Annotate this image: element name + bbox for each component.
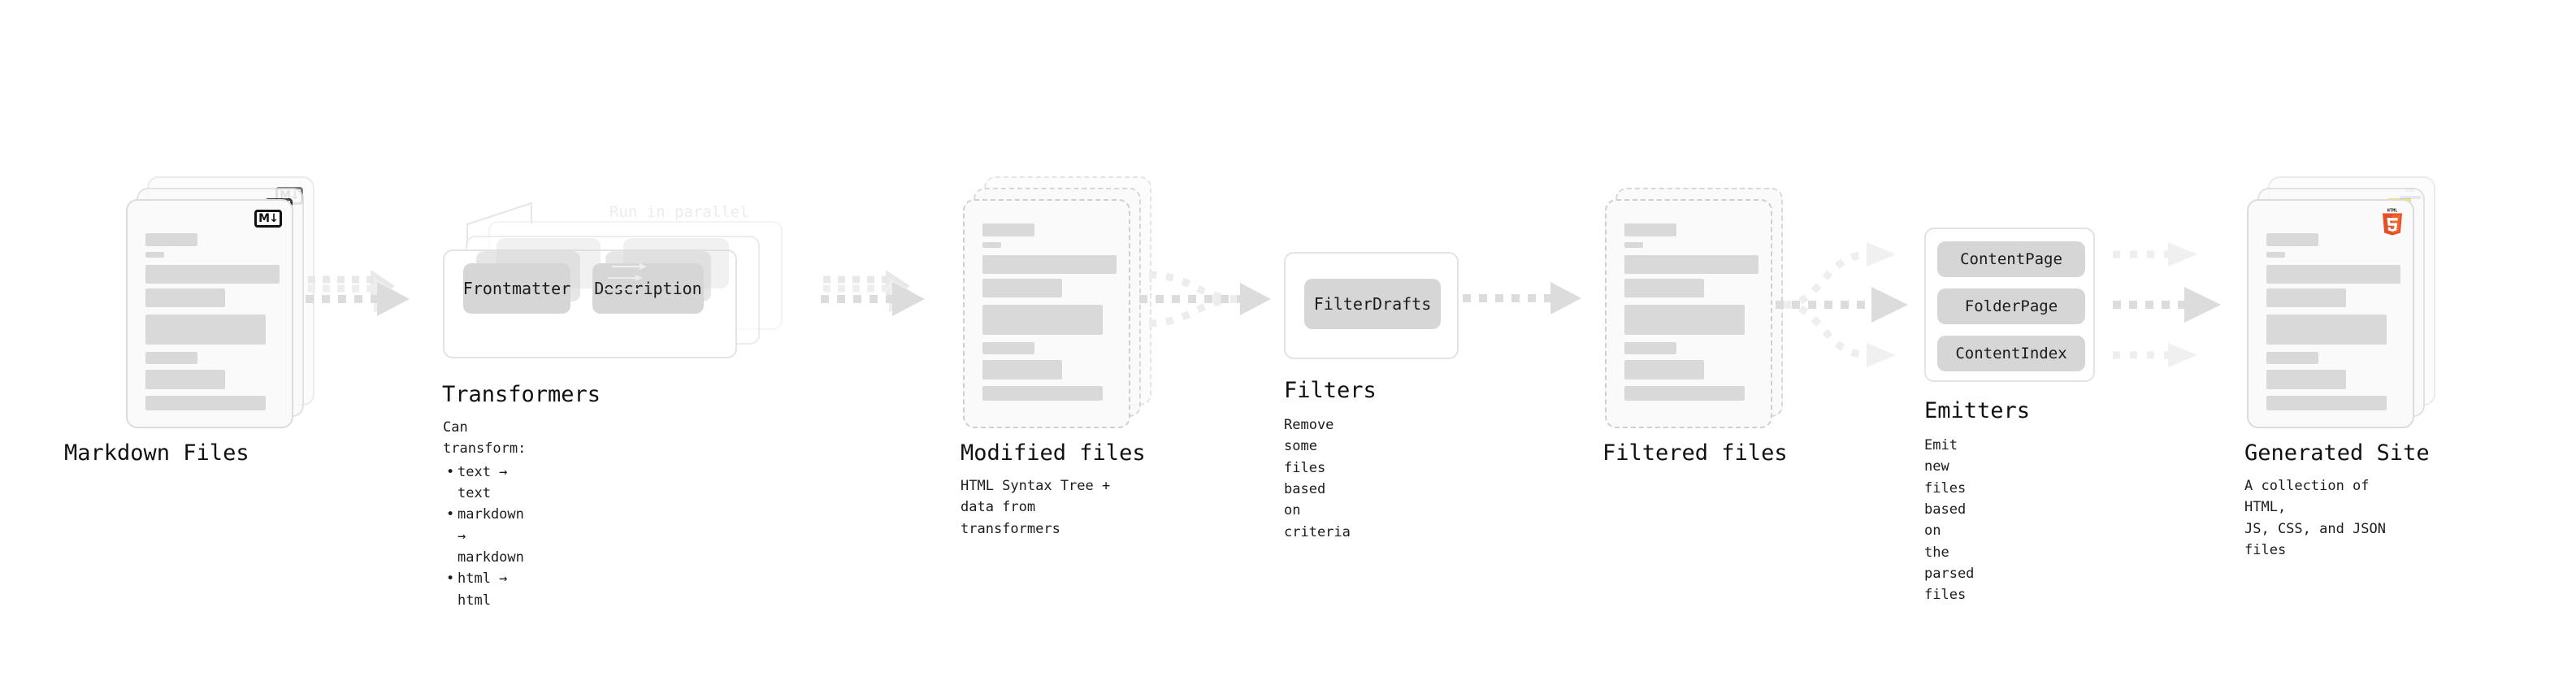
skeleton-block <box>2266 352 2318 364</box>
skeleton-block <box>1624 255 1759 274</box>
generated-site-description: A collection of HTML, JS, CSS, and JSON … <box>2244 478 2386 559</box>
transformers-bullet-list: text → text markdown → markdown html → h… <box>443 462 526 611</box>
stage-filtered-files: Filtered files <box>1602 188 1788 466</box>
skeleton-title <box>1624 223 1676 236</box>
skeleton-block <box>2266 265 2400 284</box>
html5-logo-icon: HTML <box>2380 207 2405 240</box>
stage-title-markdown-files: Markdown Files <box>64 440 249 466</box>
emitters-description: Emit new files based on the parsed files <box>1924 437 1975 604</box>
filters-box: FilterDrafts <box>1284 252 1459 359</box>
chip-frontmatter[interactable]: Frontmatter <box>463 263 570 314</box>
skeleton-block <box>1624 360 1704 380</box>
transformers-bullet-item: html → html <box>446 568 526 611</box>
skeleton-title <box>2266 233 2318 246</box>
skeleton-block <box>145 314 266 345</box>
skeleton-block <box>145 370 225 389</box>
chip-contentindex[interactable]: ContentIndex <box>1937 336 2085 371</box>
filtered-card-stack <box>1605 188 1783 451</box>
site-card-stack: CSS HTML <box>2247 176 2435 451</box>
skeleton-subtitle <box>2266 252 2285 258</box>
site-card-front: HTML <box>2247 199 2414 428</box>
skeleton-block <box>982 360 1062 380</box>
skeleton-block <box>145 352 197 364</box>
stage-generated-site: CSS HTML <box>2244 176 2435 558</box>
stage-title-generated-site: Generated Site <box>2244 440 2430 466</box>
transformers-bullet-item: markdown → markdown <box>446 504 526 568</box>
filters-description: Remove some files based on criteria <box>1284 417 1351 540</box>
skeleton-block <box>1624 305 1745 335</box>
skeleton-block <box>982 305 1103 335</box>
connector-transformers-to-modified <box>821 270 925 316</box>
skeleton-block <box>145 288 225 307</box>
transformers-description: Can transform: text → text markdown → ma… <box>443 417 526 611</box>
skeleton-subtitle <box>145 252 164 258</box>
connector-markdown-to-transformers <box>306 270 410 316</box>
markdown-logo-icon: M↓ <box>254 210 282 228</box>
stage-title-emitters: Emitters <box>1924 398 2031 423</box>
run-in-parallel-bracket <box>466 202 532 247</box>
run-in-parallel-label: Run in parallel <box>609 203 749 221</box>
skeleton-block <box>1624 386 1745 401</box>
skeleton-block <box>145 396 266 410</box>
modified-card-stack <box>963 176 1151 451</box>
stage-markdown-files: M↓ M↓ M↓ Markdow <box>64 176 314 466</box>
stage-title-modified-files: Modified files <box>961 440 1146 466</box>
transformer-box-front: Frontmatter Description <box>443 238 737 358</box>
markdown-logo-glyph: M↓ <box>254 210 282 228</box>
svg-text:HTML: HTML <box>2387 208 2398 213</box>
stage-title-transformers: Transformers <box>442 382 601 407</box>
stage-title-filters: Filters <box>1284 378 1377 403</box>
connector-modified-to-filters <box>1139 271 1271 327</box>
skeleton-block <box>2266 370 2346 389</box>
skeleton-subtitle <box>982 242 1001 248</box>
skeleton-block <box>2266 314 2387 345</box>
skeleton-block <box>145 265 280 284</box>
skeleton-block <box>982 342 1034 354</box>
connector-emitters-to-site <box>2113 242 2221 367</box>
modified-files-description: HTML Syntax Tree + data from transformer… <box>961 478 1111 537</box>
connector-filtered-to-emitters <box>1776 242 1908 367</box>
chip-contentpage[interactable]: ContentPage <box>1937 241 2085 277</box>
skeleton-block <box>1624 342 1676 354</box>
stage-title-filtered-files: Filtered files <box>1602 440 1788 466</box>
connector-filters-to-filtered <box>1463 282 1581 314</box>
markdown-card-stack: M↓ M↓ M↓ <box>126 176 314 451</box>
emitters-box: ContentPage FolderPage ContentIndex <box>1924 228 2095 382</box>
chip-filterdrafts[interactable]: FilterDrafts <box>1304 279 1441 329</box>
skeleton-block <box>2266 288 2346 307</box>
skeleton-block <box>1624 279 1704 297</box>
markdown-card-front: M↓ <box>126 199 293 428</box>
transformers-lead: Can transform: <box>443 419 527 458</box>
skeleton-subtitle <box>1624 242 1643 248</box>
skeleton-block <box>982 255 1117 274</box>
skeleton-block <box>2266 396 2387 410</box>
chip-folderpage[interactable]: FolderPage <box>1937 288 2085 324</box>
skeleton-title <box>982 223 1034 236</box>
skeleton-block <box>982 386 1103 401</box>
modified-card-front <box>963 199 1130 428</box>
stage-modified-files: Modified files HTML Syntax Tree + data f… <box>961 176 1151 537</box>
html5-shield-glyph: HTML <box>2383 208 2402 236</box>
skeleton-block <box>982 279 1062 297</box>
filtered-card-front <box>1605 199 1772 428</box>
connector-frontmatter-to-description <box>605 263 647 293</box>
skeleton-title <box>145 233 197 246</box>
transformers-bullet-item: text → text <box>446 462 526 505</box>
